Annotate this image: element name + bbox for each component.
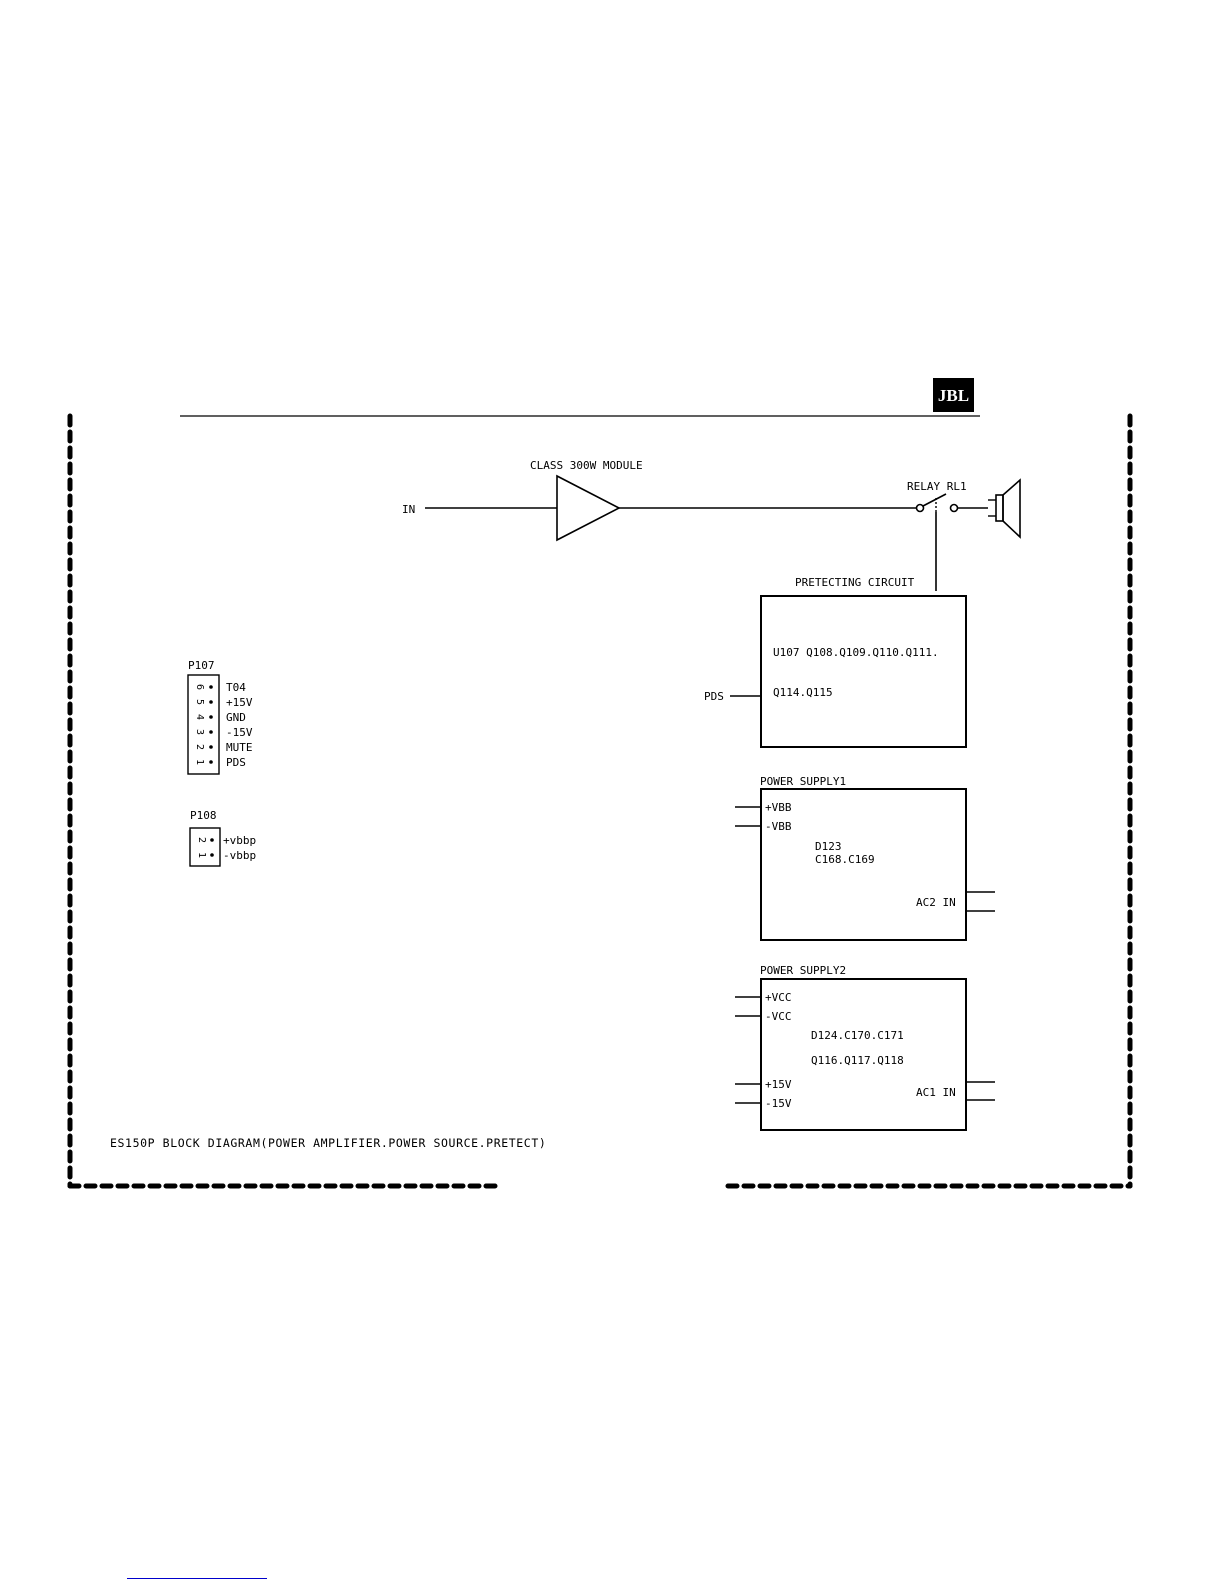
p108-pin-num: 2 (196, 837, 207, 843)
p107-pin-label: MUTE (226, 741, 253, 754)
ps1-pin-neg: -VBB (765, 820, 792, 833)
protect-line1: U107 Q108.Q109.Q110.Q111. (773, 646, 939, 659)
ps2-pin-pos: +VCC (765, 991, 792, 1004)
ps1-line2: C168.C169 (815, 853, 875, 866)
p107-title: P107 (188, 659, 215, 672)
p108-title: P108 (190, 809, 217, 822)
amp-module-label: CLASS 300W MODULE (530, 459, 643, 472)
ps1-line1: D123 (815, 840, 842, 853)
p108-pin-num: 1 (196, 852, 207, 858)
p107-pin-2: 2 MUTE (194, 741, 253, 754)
amp-input-label: IN (402, 503, 415, 516)
ps2-pin-15p: +15V (765, 1078, 792, 1091)
p107-pin-label: PDS (226, 756, 246, 769)
ps2-line1: D124.C170.C171 (811, 1029, 904, 1042)
p107-connector-box (187, 674, 220, 775)
p107-pin-num: 1 (194, 759, 205, 765)
ps1-ac-label: AC2 IN (916, 896, 956, 909)
protect-line2: Q114.Q115 (773, 686, 833, 699)
protecting-circuit-box (760, 595, 967, 748)
ps2-ac-label: AC1 IN (916, 1086, 956, 1099)
protect-title: PRETECTING CIRCUIT (795, 576, 915, 589)
p108-pin-2: 2 +vbbp (196, 834, 256, 847)
p107-pin-4: 4 GND (194, 711, 246, 724)
p107-pin-label: GND (226, 711, 246, 724)
ps2-pin-15n: -15V (765, 1097, 792, 1110)
p107-pin-label: +15V (226, 696, 253, 709)
p108-connector-box (189, 827, 221, 867)
p107-pin-1: 1 PDS (194, 756, 246, 769)
ps1-title: POWER SUPPLY1 (760, 775, 846, 788)
p107-pin-5: 5 +15V (194, 696, 253, 709)
power-supply1-box (760, 788, 967, 941)
power-supply2-box (760, 978, 967, 1131)
ps2-title: POWER SUPPLY2 (760, 964, 846, 977)
p107-pin-label: -15V (226, 726, 253, 739)
ps2-pin-neg: -VCC (765, 1010, 792, 1023)
jbl-logo: JBL (933, 378, 974, 412)
p108-pin-1: 1 -vbbp (196, 849, 256, 862)
p107-pin-num: 6 (194, 684, 205, 690)
relay-label: RELAY RL1 (907, 480, 967, 493)
speaker-icon (988, 478, 1021, 539)
p107-pin-3: 3 -15V (194, 726, 253, 739)
relay-switch (915, 493, 988, 513)
p107-pin-num: 5 (194, 699, 205, 705)
p107-pin-num: 2 (194, 744, 205, 750)
jbl-logo-text: JBL (938, 386, 969, 405)
ps2-line2: Q116.Q117.Q118 (811, 1054, 904, 1067)
p107-pin-num: 4 (194, 714, 205, 720)
p108-pin-label: -vbbp (223, 849, 256, 862)
dashed-border (67, 413, 1133, 1189)
diagram-caption: ES150P BLOCK DIAGRAM(POWER AMPLIFIER.POW… (110, 1136, 546, 1150)
amplifier-triangle (556, 474, 621, 542)
bottom-link-underline[interactable] (127, 1578, 267, 1579)
p107-pin-num: 3 (194, 729, 205, 735)
protect-pds-label: PDS (704, 690, 724, 703)
p107-pin-label: T04 (226, 681, 246, 694)
ps1-pin-pos: +VBB (765, 801, 792, 814)
p107-pin-6: 6 T04 (194, 681, 246, 694)
p108-pin-label: +vbbp (223, 834, 256, 847)
